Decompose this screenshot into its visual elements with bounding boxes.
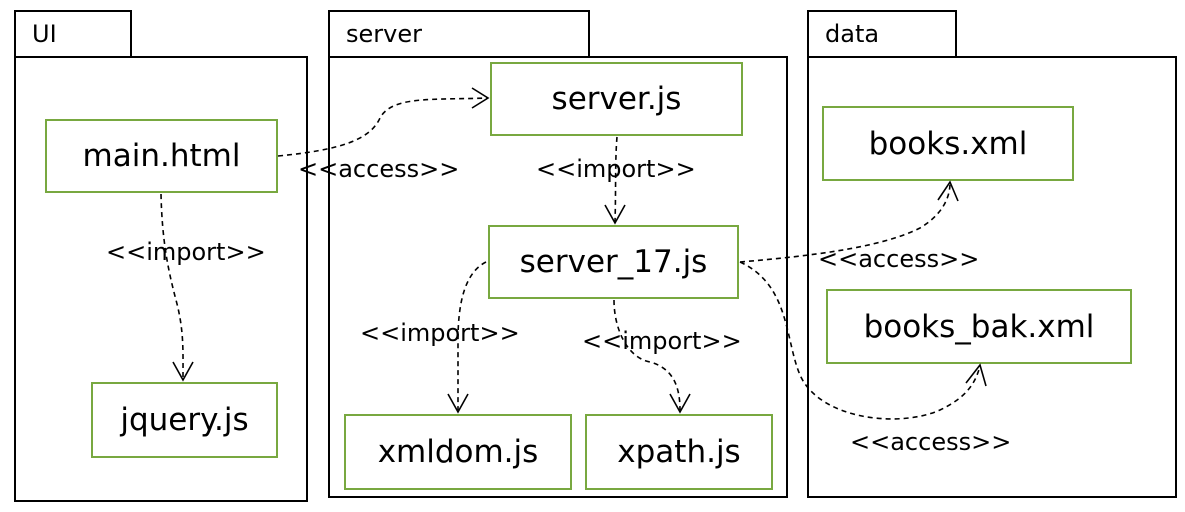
node-xmldom-js-label: xmldom.js [377, 434, 539, 470]
node-server-17-js-label: server_17.js [519, 244, 708, 280]
package-data-tab: data [807, 10, 957, 58]
node-books-bak-xml: books_bak.xml [826, 289, 1132, 364]
arrowhead-server17-to-xmldom [447, 393, 469, 414]
edge-label-server17-to-xpath: <<import>> [582, 327, 742, 355]
package-server-label: server [346, 20, 422, 48]
arrowhead-server17-to-xpath [669, 393, 691, 414]
node-books-xml-label: books.xml [868, 125, 1028, 162]
arrowhead-main-to-jquery [172, 361, 194, 382]
package-data-label: data [825, 20, 880, 48]
edge-label-main-to-server: <<access>> [298, 155, 460, 183]
arrowhead-server17-to-books [937, 180, 959, 202]
edge-label-server17-to-xmldom: <<import>> [360, 319, 520, 347]
edge-server17-to-books-bak [739, 261, 981, 420]
edge-label-main-to-jquery: <<import>> [106, 238, 266, 266]
node-jquery-js-label: jquery.js [120, 402, 249, 438]
edge-label-server17-to-books: <<access>> [818, 245, 980, 273]
edge-server17-to-xmldom [457, 261, 487, 410]
node-jquery-js: jquery.js [91, 382, 278, 458]
node-xpath-js-label: xpath.js [617, 434, 741, 470]
edge-main-to-jquery [160, 193, 184, 379]
package-ui-tab: UI [14, 10, 132, 58]
edge-main-to-server [277, 97, 489, 157]
node-books-bak-xml-label: books_bak.xml [863, 308, 1095, 345]
package-ui-label: UI [32, 20, 57, 48]
node-main-html: main.html [45, 119, 278, 193]
arrowhead-server-to-server17 [604, 204, 626, 225]
edge-server-to-server17 [614, 136, 618, 223]
edge-label-server-to-server17: <<import>> [536, 155, 696, 183]
edge-server17-to-xpath [613, 299, 681, 411]
node-server-js-label: server.js [551, 81, 682, 117]
node-server-17-js: server_17.js [488, 225, 739, 299]
node-xmldom-js: xmldom.js [344, 414, 572, 490]
node-xpath-js: xpath.js [585, 414, 773, 490]
package-server-tab: server [328, 10, 590, 58]
node-server-js: server.js [490, 62, 743, 136]
node-books-xml: books.xml [822, 106, 1074, 181]
edge-server17-to-books [739, 182, 951, 263]
arrowhead-main-to-server [471, 87, 490, 109]
arrowhead-server17-to-books-bak [965, 363, 987, 387]
node-main-html-label: main.html [82, 138, 241, 174]
edge-label-server17-to-books-bak: <<access>> [850, 428, 1012, 456]
